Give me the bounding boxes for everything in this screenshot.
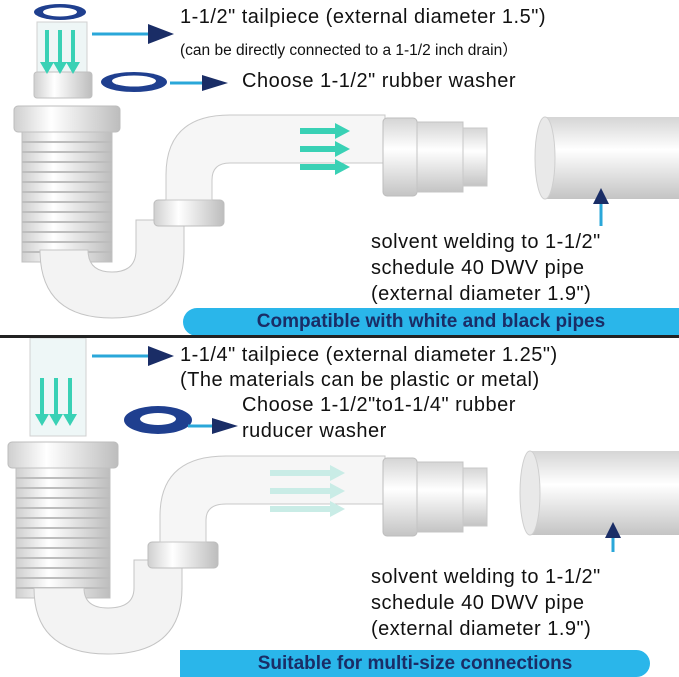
top-dwv-pipe [534, 116, 679, 200]
bottom-banner: Suitable for multi-size connections [180, 650, 650, 677]
top-washer [101, 72, 167, 92]
panel-divider [0, 335, 679, 338]
bottom-solvent-line2: schedule 40 DWV pipe [371, 592, 585, 614]
bottom-panel: 1-1/4" tailpiece (external diameter 1.25… [0, 338, 679, 677]
top-flow-arrows-right [300, 123, 350, 175]
top-tailpiece-note: (can be directly connected to a 1-1/2 in… [180, 42, 518, 59]
bottom-pointer-arrows [92, 346, 621, 552]
bottom-reducer-washer [124, 406, 192, 434]
bottom-washer-line1: Choose 1-1/2"to1-1/4" rubber [242, 394, 516, 416]
bottom-solvent-line3: (external diameter 1.9") [371, 618, 592, 640]
top-flow-arrows-down [40, 30, 80, 74]
bottom-dwv-pipe [519, 450, 679, 536]
top-tailpiece [33, 4, 93, 99]
bottom-flow-arrows-right [270, 465, 345, 517]
top-solvent-line2: schedule 40 DWV pipe [371, 257, 585, 279]
bottom-diagram [7, 338, 679, 655]
top-panel: 1-1/2" tailpiece (external diameter 1.5"… [0, 0, 679, 336]
top-washer-label: Choose 1-1/2" rubber washer [242, 70, 517, 92]
bottom-flow-arrows-down [35, 378, 77, 426]
top-diagram [13, 4, 679, 319]
bottom-solvent-line1: solvent welding to 1-1/2" [371, 566, 601, 588]
bottom-tailpiece-note: (The materials can be plastic or metal) [180, 369, 540, 391]
top-banner: Compatible with white and black pipes [183, 308, 679, 336]
top-pointer-arrows [92, 24, 609, 226]
top-solvent-line3: (external diameter 1.9") [371, 283, 592, 305]
bottom-p-trap [7, 441, 488, 655]
bottom-tailpiece-title: 1-1/4" tailpiece (external diameter 1.25… [180, 344, 558, 366]
top-solvent-line1: solvent welding to 1-1/2" [371, 231, 601, 253]
top-p-trap [13, 105, 488, 319]
top-tailpiece-title: 1-1/2" tailpiece (external diameter 1.5"… [180, 6, 546, 28]
bottom-washer-line2: ruducer washer [242, 420, 387, 442]
